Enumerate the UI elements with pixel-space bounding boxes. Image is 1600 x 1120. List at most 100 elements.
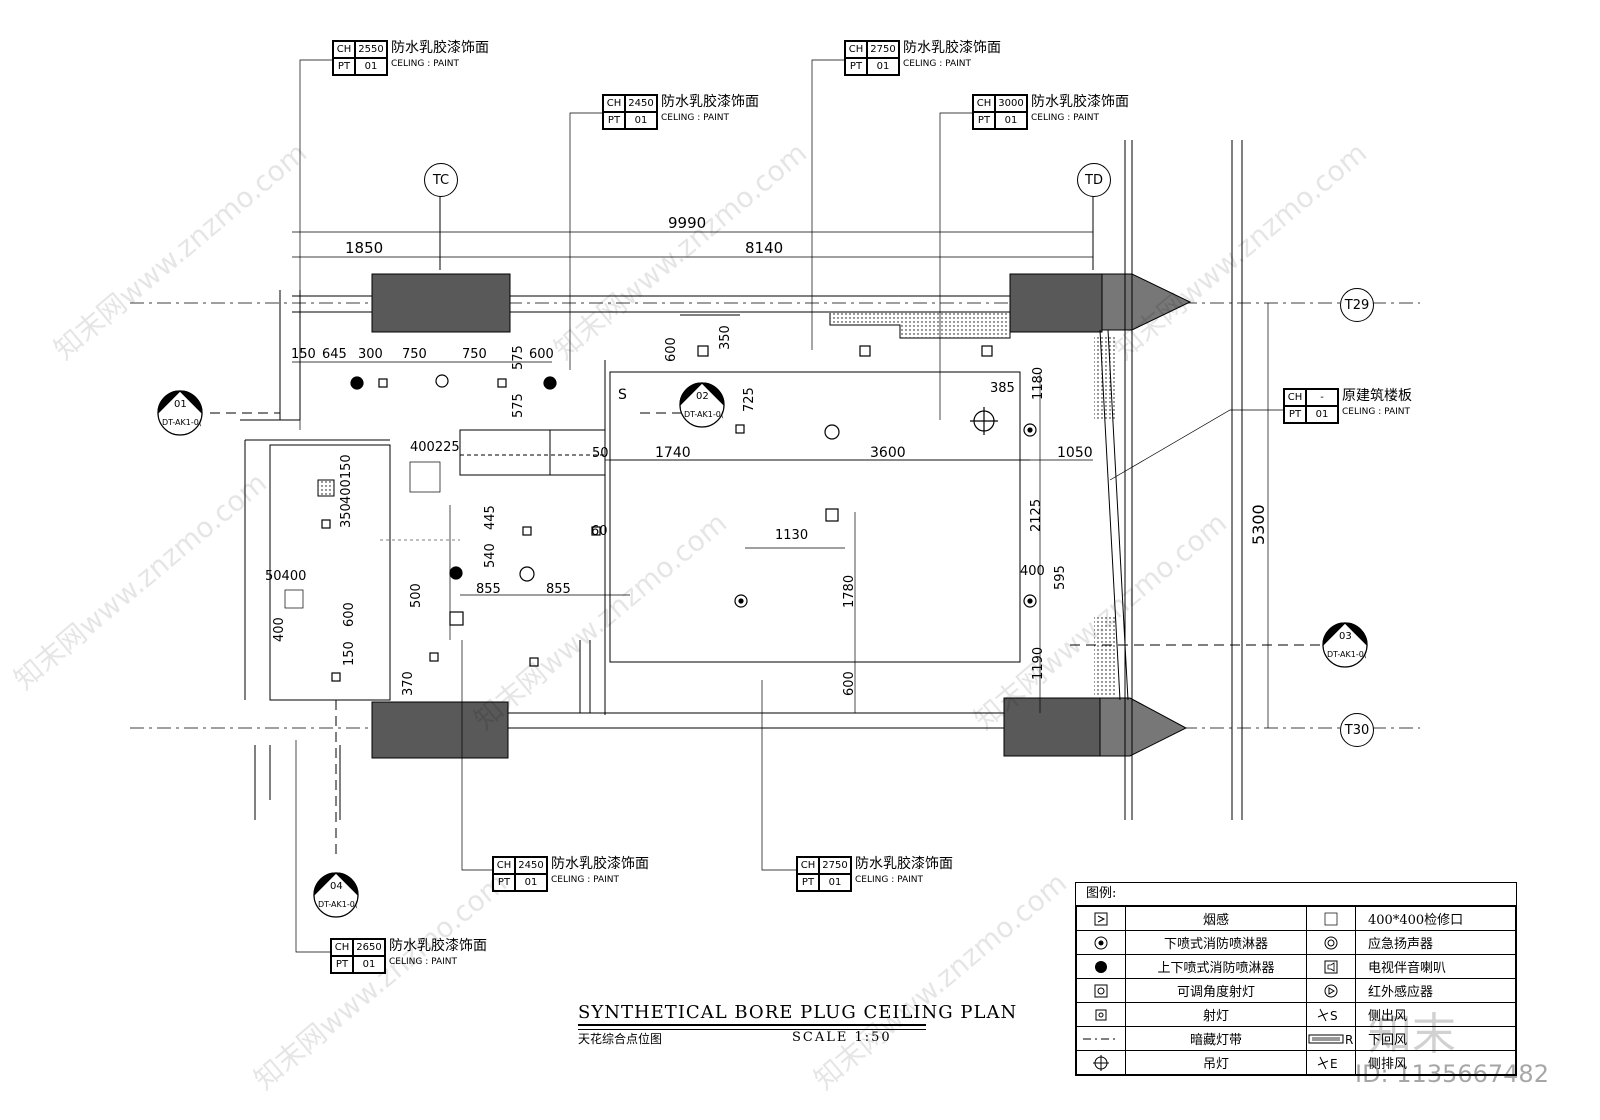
dim-label: 2125 [1029, 498, 1044, 532]
svg-text:R: R [1345, 1033, 1353, 1047]
tv-speaker [981, 345, 993, 357]
dim-label: 855 [546, 582, 571, 597]
dim-label: 50 [592, 446, 609, 461]
side-supply-mark: S [618, 387, 627, 403]
svg-text:S: S [1330, 1009, 1338, 1023]
spotlight [497, 378, 507, 388]
ceiling-recess [609, 371, 1021, 663]
column [1003, 697, 1101, 757]
legend-header: 图例: [1076, 883, 1516, 906]
adjustable-spotlight-icon [1076, 978, 1126, 1003]
emergency-speaker-icon [1306, 930, 1356, 955]
spotlight [735, 424, 745, 434]
dim-label: 9990 [668, 214, 707, 232]
spotlight [321, 519, 331, 529]
tv-speaker-icon [1306, 954, 1356, 979]
down-sprinkler-icon [1076, 930, 1126, 955]
dim-label: 400225 [410, 440, 460, 455]
column [1009, 273, 1103, 333]
dim-label: 1740 [655, 445, 691, 461]
dim-label: 1130 [775, 528, 809, 543]
adjustable-spotlight [449, 611, 464, 626]
dim-label: 645 [322, 347, 347, 362]
infrared-sensor-icon [1306, 978, 1356, 1003]
updown-sprinkler [449, 566, 463, 580]
down-sprinkler [738, 598, 744, 604]
section-ref: DT-AK1-0( [684, 410, 724, 419]
section-ref: DT-AK1-0( [318, 900, 358, 909]
section-ref: DT-AK1-0( [162, 418, 202, 427]
smoke-detector-icon [1076, 906, 1126, 931]
dim-label: 50400 [265, 569, 307, 584]
dim-label: 445 [483, 505, 498, 530]
dim-label: 595 [1053, 565, 1068, 590]
dim-label: 500 [409, 583, 424, 608]
grid-bubble-t29: T29 [1340, 288, 1374, 322]
dim-label: 350 [339, 503, 354, 528]
infrared-sensor [519, 566, 535, 582]
section-num: 03 [1339, 631, 1352, 642]
down-sprinkler [734, 594, 748, 608]
down-sprinkler [1023, 423, 1037, 437]
dim-label: 1050 [1057, 445, 1093, 461]
image-id: ID: 1135667482 [1355, 1060, 1549, 1088]
dim-label: 8140 [745, 239, 784, 257]
grid-bubble-td: TD [1077, 163, 1111, 197]
dim-label: 750 [462, 347, 487, 362]
pendant-light-icon [1076, 1050, 1126, 1075]
legend-table: 图例: 烟感 400*400检修口 下喷式消防喷淋器 应急扬声器 上下喷式消防喷… [1075, 882, 1517, 1076]
drawing-subtitle: 天花综合点位图 [578, 1032, 663, 1046]
down-sprinkler [1023, 594, 1037, 608]
dim-label: 540 [483, 543, 498, 568]
dim-label: 400 [272, 617, 287, 642]
access-panel-icon [1306, 906, 1356, 931]
infrared-sensor [824, 424, 840, 440]
dim-label: 300 [358, 347, 383, 362]
section-num: 04 [330, 881, 343, 892]
spotlight [331, 672, 341, 682]
section-num: 02 [696, 391, 709, 402]
updown-sprinkler [543, 376, 557, 390]
section-num: 01 [174, 399, 187, 410]
spotlight [378, 378, 388, 388]
spotlight [591, 526, 601, 536]
dim-label: 5300 [1249, 504, 1268, 545]
dim-label: 3600 [870, 445, 906, 461]
svg-text:E: E [1330, 1057, 1338, 1071]
dim-label: 60 [591, 524, 608, 539]
dim-label: 600 [842, 671, 857, 696]
side-supply-icon: S [1306, 1002, 1356, 1027]
tv-speaker [697, 345, 709, 357]
site-logo: 知末 [1368, 1009, 1456, 1060]
spotlight-icon [1076, 1002, 1126, 1027]
dim-label: 400 [1020, 564, 1045, 579]
spotlight [529, 657, 539, 667]
hidden-light-strip-icon [1076, 1026, 1126, 1051]
dim-label: 600 [529, 347, 554, 362]
dim-label: 1180 [1031, 366, 1046, 400]
dim-label: 1780 [842, 574, 857, 608]
grid-bubble-tc: TC [424, 163, 458, 197]
dim-label: 385 [990, 381, 1015, 396]
dim-label: 1850 [345, 239, 384, 257]
dim-label: 350 [718, 325, 733, 350]
side-exhaust-icon: E [1306, 1050, 1356, 1075]
dim-label: 575 [511, 393, 526, 418]
down-sprinkler [1027, 427, 1033, 433]
tv-speaker [859, 345, 871, 357]
section-ref: DT-AK1-0( [1327, 650, 1367, 659]
return-air-icon: R [1306, 1026, 1356, 1051]
smoke-detector [825, 508, 839, 522]
drawing-title: SYNTHETICAL BORE PLUG CEILING PLAN [578, 1002, 1018, 1023]
title-underline [578, 1024, 926, 1030]
spotlight [522, 526, 532, 536]
column [371, 273, 511, 333]
